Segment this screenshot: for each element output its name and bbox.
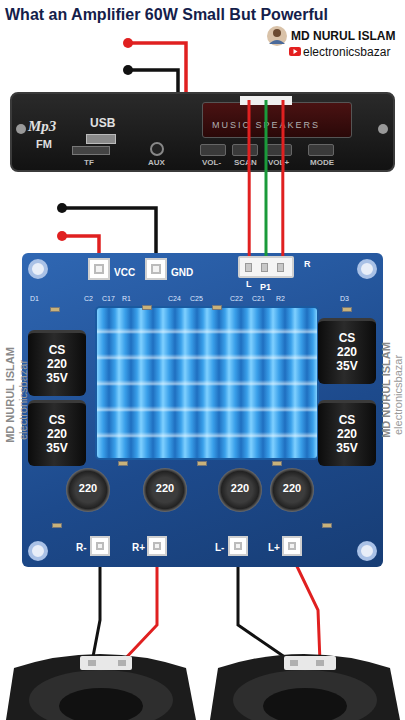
smd-part bbox=[212, 305, 222, 310]
mount-screw bbox=[16, 124, 26, 134]
part-label: CS 220 35V bbox=[42, 343, 72, 385]
speaker-right bbox=[210, 654, 400, 720]
silkscreen-text: C24 bbox=[168, 295, 181, 302]
avatar-icon bbox=[267, 26, 287, 46]
part-label: R+ bbox=[132, 542, 145, 553]
youtube-icon bbox=[289, 47, 301, 56]
header-pin bbox=[245, 263, 252, 272]
board-part: P1 bbox=[238, 256, 294, 278]
smd-part bbox=[322, 523, 332, 528]
silkscreen-text: R2 bbox=[276, 295, 285, 302]
silkscreen-text: C25 bbox=[190, 295, 203, 302]
part-label: 220 bbox=[218, 482, 262, 494]
mount-hole bbox=[28, 541, 48, 561]
mp3-power-wires bbox=[123, 38, 186, 96]
author-text: MD NURUL ISLAM bbox=[291, 29, 395, 43]
mount-hole bbox=[357, 259, 377, 279]
mount-hole bbox=[28, 259, 48, 279]
smd-part bbox=[197, 461, 207, 466]
part-label: GND bbox=[171, 267, 193, 278]
signal-wire bbox=[265, 172, 268, 256]
push-button bbox=[232, 144, 258, 156]
part-label: CS 220 35V bbox=[42, 413, 72, 455]
silkscreen-text: C22 bbox=[230, 295, 243, 302]
part-label: R- bbox=[76, 542, 87, 553]
board-part: L+ bbox=[282, 536, 302, 556]
amplifier-board: L R D1 C2 C17 R1 C24 C25 C22 C21 R2 D3 VCC GND P1 CS 22… bbox=[22, 253, 383, 567]
part-label: P1 bbox=[260, 282, 271, 292]
silkscreen-text: R1 bbox=[122, 295, 131, 302]
silkscreen-text: R bbox=[304, 259, 311, 269]
smd-part bbox=[142, 305, 152, 310]
part-label: CS 220 35V bbox=[332, 413, 362, 455]
board-part: R- bbox=[90, 536, 110, 556]
smd-part bbox=[342, 307, 352, 312]
module-text: Mp3 bbox=[28, 118, 56, 135]
push-button bbox=[200, 144, 226, 156]
board-part: R+ bbox=[147, 536, 167, 556]
title-text: What an Amplifier 60W Small But Powerful bbox=[5, 6, 328, 24]
mount-hole bbox=[357, 541, 377, 561]
push-button bbox=[266, 144, 292, 156]
smd-part bbox=[272, 461, 282, 466]
silkscreen-text: L bbox=[246, 279, 252, 289]
board-part: CS 220 35V bbox=[318, 318, 376, 384]
part-label: 220 bbox=[270, 482, 314, 494]
board-part: L- bbox=[228, 536, 248, 556]
watermark-text: MD NURUL ISLAM bbox=[380, 342, 392, 438]
part-label: CS 220 35V bbox=[332, 331, 362, 373]
part-label: 220 bbox=[143, 482, 187, 494]
smd-part bbox=[52, 523, 62, 528]
module-text: VOL+ bbox=[268, 158, 289, 167]
silkscreen-text: D1 bbox=[30, 295, 39, 302]
watermark-text: electronicsbazar bbox=[392, 355, 404, 435]
mp3-module: Mp3FM USB MUSIC SPEAKERS TF AUX VOL- SCAN VOL+ M… bbox=[10, 92, 395, 172]
board-part: CS 220 35V bbox=[318, 400, 376, 466]
part-label: 220 bbox=[66, 482, 110, 494]
smd-part bbox=[50, 307, 60, 312]
board-part: CS 220 35V bbox=[28, 400, 86, 466]
usb-port bbox=[86, 134, 116, 144]
board-part: GND bbox=[145, 258, 167, 280]
module-text: AUX bbox=[148, 158, 165, 167]
author-text: electronicsbazar bbox=[303, 45, 390, 59]
module-text: SCAN bbox=[234, 158, 257, 167]
signal-wire bbox=[281, 172, 284, 256]
silkscreen-text: D3 bbox=[340, 295, 349, 302]
board-part: 220 bbox=[66, 468, 110, 512]
board-part: VCC bbox=[88, 258, 110, 280]
watermark-text: MD NURUL ISLAM bbox=[4, 347, 16, 443]
module-text: MUSIC SPEAKERS bbox=[212, 120, 320, 130]
board-part: CS 220 35V bbox=[28, 330, 86, 396]
board-part: 220 bbox=[270, 468, 314, 512]
speaker-wires bbox=[92, 556, 320, 662]
silkscreen-text: C2 bbox=[84, 295, 93, 302]
silkscreen-text: C21 bbox=[252, 295, 265, 302]
module-text: VOL- bbox=[202, 158, 221, 167]
header-pin bbox=[277, 263, 284, 272]
watermark-text: electronicsbazar bbox=[17, 360, 29, 440]
push-button bbox=[308, 144, 334, 156]
part-label: L+ bbox=[268, 542, 280, 553]
header-pin bbox=[261, 263, 268, 272]
heatsink-ridge bbox=[97, 308, 317, 458]
board-part: 220 bbox=[143, 468, 187, 512]
module-text: USB bbox=[90, 116, 115, 130]
part-label: L- bbox=[215, 542, 224, 553]
smd-part bbox=[118, 461, 128, 466]
part-label: VCC bbox=[114, 267, 135, 278]
mount-screw bbox=[378, 124, 388, 134]
module-text: TF bbox=[84, 158, 94, 167]
aux-jack bbox=[150, 142, 164, 156]
board-part: 220 bbox=[218, 468, 262, 512]
module-text: MODE bbox=[310, 158, 334, 167]
signal-wire bbox=[248, 172, 251, 256]
speaker-left bbox=[6, 654, 196, 720]
module-text: FM bbox=[36, 138, 52, 150]
silkscreen-text: C17 bbox=[102, 295, 115, 302]
tf-slot bbox=[72, 146, 110, 155]
